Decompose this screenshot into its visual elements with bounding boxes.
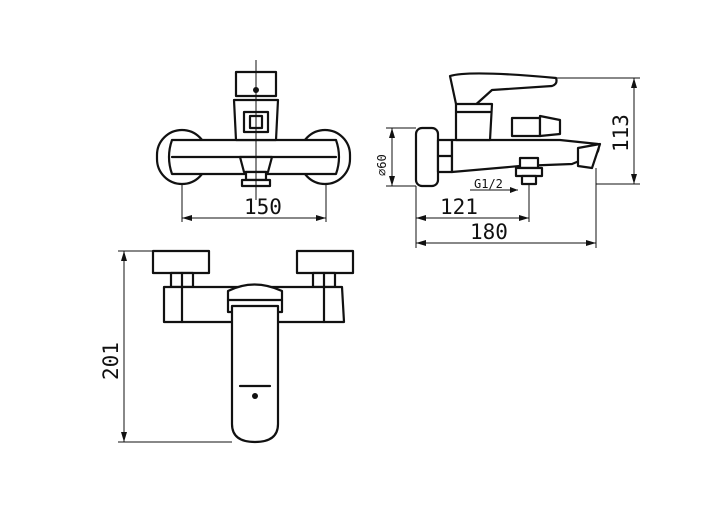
side-flange	[414, 126, 440, 188]
top-view: 150	[155, 60, 352, 222]
dim-121-label: 121	[440, 195, 478, 219]
dim-diameter-label: ⌀60	[375, 154, 389, 176]
dim-150-label: 150	[244, 195, 282, 219]
side-lever	[448, 72, 558, 110]
front-left-plate	[151, 249, 211, 275]
side-view: ⌀60 113 G1/2 121 180	[375, 72, 640, 248]
dim-113-label: 113	[609, 114, 633, 152]
dim-180-label: 180	[470, 220, 508, 244]
dim-thread-label: G1/2	[474, 177, 503, 191]
dim-201-label: 201	[99, 342, 123, 380]
front-view: 201	[99, 249, 355, 444]
front-lever	[230, 304, 280, 444]
front-right-plate	[295, 249, 355, 275]
